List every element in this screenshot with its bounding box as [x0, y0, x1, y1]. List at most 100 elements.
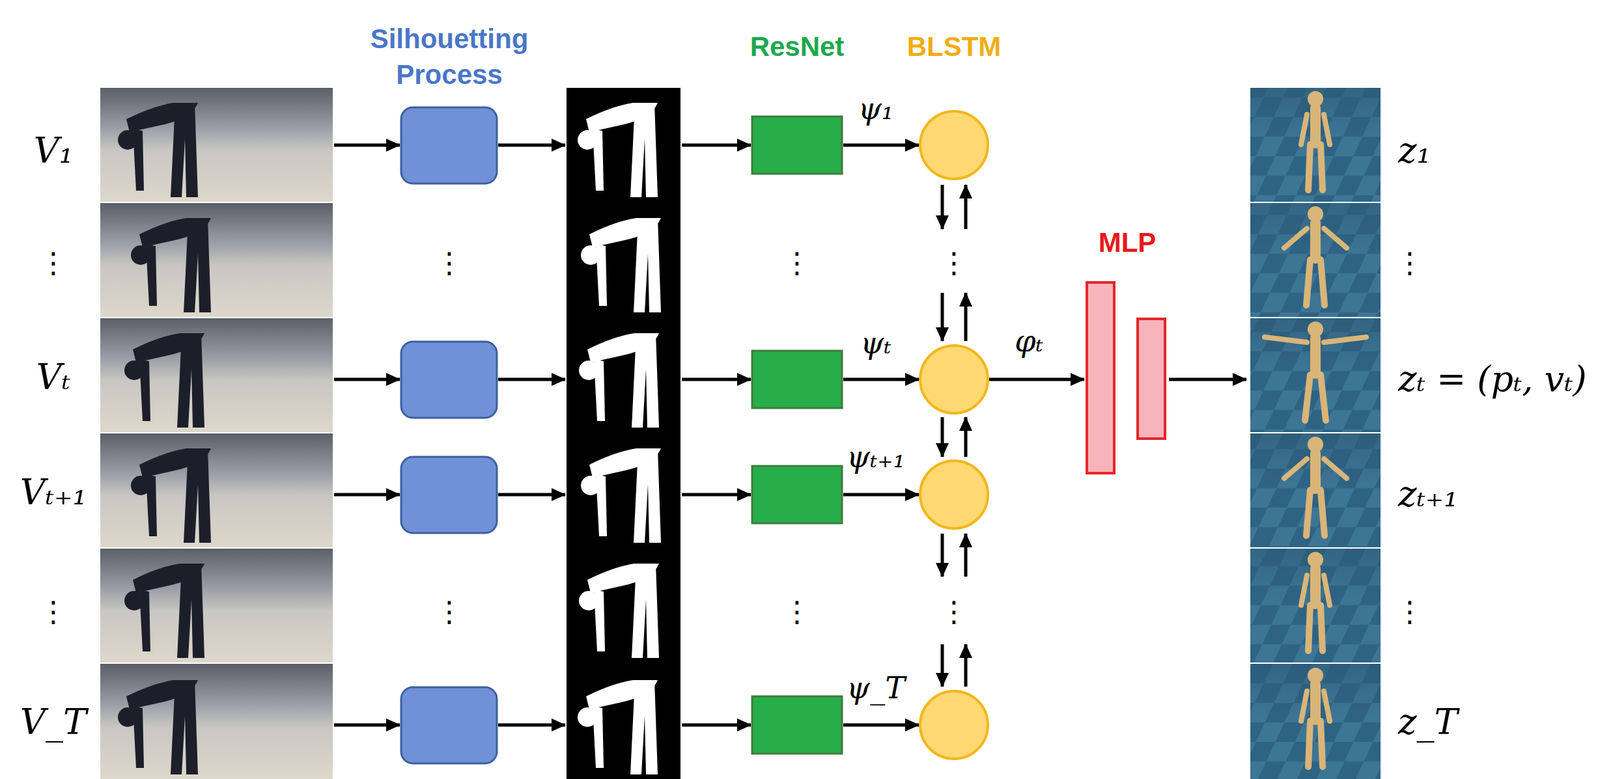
blstm-cell	[920, 691, 988, 760]
arrow	[1168, 378, 1247, 382]
resnet-box	[752, 696, 843, 755]
flow-arrows	[334, 145, 1247, 726]
video-frame	[100, 87, 333, 202]
ellipsis: ⋮	[782, 247, 812, 279]
pose-renders	[1250, 87, 1381, 779]
ellipsis: ⋮	[939, 596, 969, 628]
ellipsis: ⋮	[1395, 596, 1425, 628]
mannequin	[1301, 552, 1330, 652]
output-label: zₜ = (pₜ, vₜ)	[1398, 358, 1587, 402]
mlp-layer	[1137, 319, 1165, 439]
blstm-cell	[920, 461, 988, 529]
mannequin	[1284, 206, 1347, 306]
video-frame	[100, 203, 333, 318]
arrow	[498, 143, 566, 148]
frame-label: Vₜ	[36, 356, 71, 400]
arrow	[498, 724, 566, 728]
arrow	[681, 493, 751, 497]
arrow	[989, 378, 1085, 382]
output-label: z_T	[1398, 701, 1458, 745]
column-header: Silhouetting Process	[338, 21, 561, 93]
arrow	[334, 143, 400, 148]
silhouetting-boxes	[401, 107, 497, 764]
pose-render	[1250, 87, 1381, 202]
feature-label: φₜ	[1014, 323, 1044, 360]
recurrence-arrow	[964, 293, 968, 342]
recurrence-arrow	[940, 417, 945, 458]
mannequin	[1301, 668, 1330, 768]
ellipsis: ⋮	[39, 247, 68, 279]
arrow	[843, 378, 919, 382]
process-box	[401, 457, 497, 534]
recurrence-arrow	[940, 644, 945, 688]
arrow	[498, 378, 566, 382]
video-frame	[100, 318, 333, 433]
silhouette	[578, 563, 660, 659]
arrow	[334, 378, 400, 382]
process-box	[401, 687, 497, 764]
person-photo	[130, 448, 211, 544]
silhouette-panel	[566, 87, 681, 779]
recurrence-arrow	[964, 644, 968, 688]
output-label: zₜ₊₁	[1398, 474, 1459, 517]
frame-label: V₁	[33, 130, 74, 173]
mannequin	[1264, 321, 1367, 421]
person-photo	[124, 563, 205, 659]
video-frames	[100, 87, 333, 779]
feature-label: ψ₁	[858, 91, 895, 127]
output-label: z₁	[1398, 130, 1431, 173]
resnet-box	[752, 350, 843, 409]
arrow	[843, 724, 919, 728]
video-frame	[100, 664, 333, 779]
ellipsis: ⋮	[1395, 247, 1425, 279]
blstm-cells	[920, 111, 988, 760]
feature-label: ψₜ₊₁	[846, 439, 906, 476]
ellipsis: ⋮	[39, 596, 68, 628]
person-photo	[117, 102, 198, 198]
arrow	[843, 143, 919, 148]
process-box	[401, 107, 497, 184]
feature-label: ψₜ	[860, 325, 891, 362]
pose-render	[1250, 318, 1381, 433]
person-photo	[117, 680, 198, 775]
recurrence-arrow	[964, 184, 968, 230]
mlp-layer	[1086, 282, 1115, 474]
pose-render	[1250, 548, 1381, 663]
arrow	[334, 493, 400, 497]
silhouette	[577, 102, 658, 198]
recurrence-arrow	[964, 417, 968, 458]
resnet-boxes	[752, 116, 843, 755]
pose-render	[1250, 433, 1381, 548]
person-photo	[130, 218, 211, 313]
recurrence-arrow	[940, 293, 945, 342]
resnet-box	[752, 466, 843, 524]
arrow	[681, 378, 751, 382]
recurrence-arrow	[940, 184, 945, 230]
column-header: ResNet	[750, 29, 845, 66]
arrow	[498, 493, 566, 497]
frame-label: V_T	[20, 701, 87, 745]
arrow	[681, 143, 751, 148]
ellipsis: ⋮	[435, 247, 464, 279]
mlp-layers	[1086, 282, 1165, 474]
recurrence-arrow	[940, 533, 945, 577]
mannequin	[1301, 91, 1330, 191]
mannequin	[1284, 436, 1347, 536]
silhouette	[578, 333, 660, 428]
column-header: MLP	[1098, 225, 1157, 262]
person-photo	[124, 333, 205, 428]
blstm-cell	[920, 111, 988, 180]
ellipsis: ⋮	[939, 247, 969, 279]
ellipsis: ⋮	[435, 596, 464, 628]
silhouette	[580, 448, 661, 544]
ellipsis: ⋮	[782, 596, 812, 628]
column-header: BLSTM	[907, 29, 1002, 66]
video-frame	[100, 433, 333, 548]
pose-render	[1250, 203, 1381, 318]
feature-label: ψ_T	[846, 670, 906, 707]
process-box	[401, 341, 497, 419]
pose-render	[1250, 664, 1381, 779]
silhouettes	[577, 102, 661, 775]
recurrence-arrow	[964, 533, 968, 577]
